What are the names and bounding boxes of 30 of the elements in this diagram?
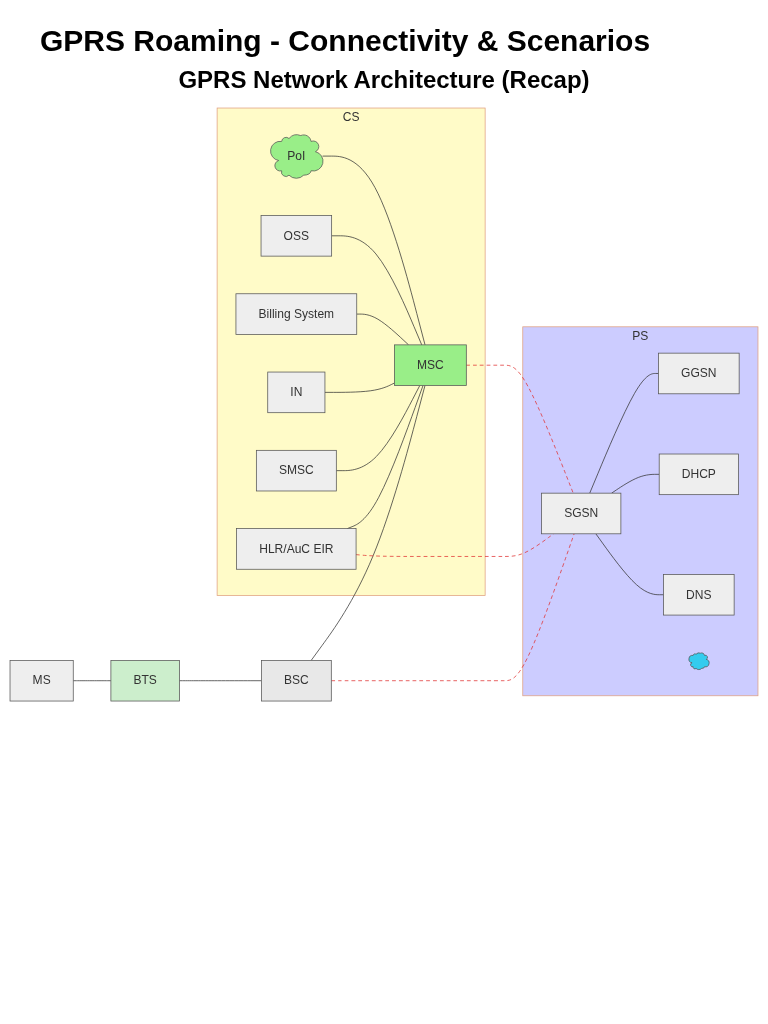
connector <box>330 533 575 682</box>
node-box: HLR/AuC EIR <box>236 528 357 570</box>
connector <box>72 680 112 682</box>
node-box: IN <box>267 371 326 414</box>
connector <box>355 533 554 557</box>
node-box: OSS <box>260 215 332 257</box>
node-box: DNS <box>663 574 735 616</box>
connector <box>356 313 409 346</box>
connector <box>595 533 664 596</box>
node-box: MS <box>9 660 74 702</box>
connector <box>465 364 574 494</box>
connector <box>179 680 262 682</box>
node-box: GGSN <box>658 352 740 395</box>
node-box: BSC <box>261 660 332 702</box>
connector <box>589 373 659 494</box>
node-box: SMSC <box>256 449 337 492</box>
node-box: SGSN <box>541 492 622 535</box>
connector <box>611 473 660 494</box>
connector <box>324 382 395 393</box>
connector <box>335 385 421 472</box>
node-cloud <box>688 652 710 670</box>
connector <box>322 155 426 346</box>
node-box: BTS <box>110 660 180 702</box>
node-box: DHCP <box>658 453 739 496</box>
node-box: MSC <box>394 344 467 386</box>
section-heading: GPRS Network Architecture (Recap) <box>177 66 591 94</box>
node-box: Billing System <box>235 293 358 335</box>
slide-title: GPRS Roaming - Connectivity & Scenarios <box>40 24 652 58</box>
connector <box>310 385 426 661</box>
connector <box>331 235 423 346</box>
